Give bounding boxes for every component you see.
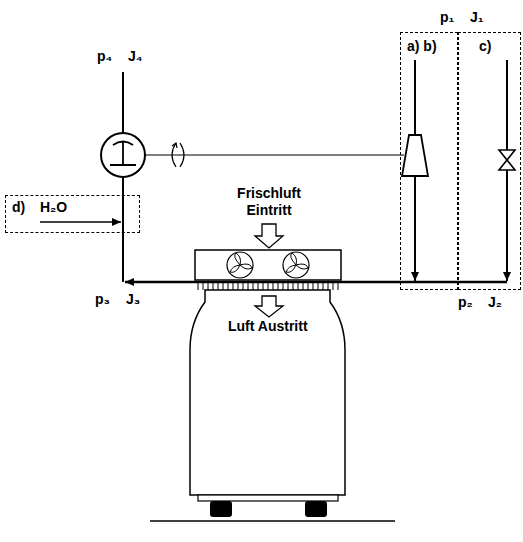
fin bbox=[288, 283, 289, 290]
fin bbox=[328, 283, 329, 290]
fin bbox=[213, 283, 214, 290]
radiator bbox=[195, 250, 341, 280]
fin bbox=[243, 283, 244, 290]
fin bbox=[238, 283, 239, 290]
fin bbox=[253, 283, 254, 290]
variant-label: d) bbox=[12, 199, 25, 215]
wheel bbox=[210, 501, 232, 517]
radiator-fins bbox=[198, 283, 338, 290]
fin bbox=[303, 283, 304, 290]
pipe bbox=[122, 177, 124, 282]
fan-blades bbox=[286, 253, 308, 272]
fin bbox=[258, 283, 259, 290]
fan bbox=[227, 252, 253, 278]
air-label: Frischluft Eintritt bbox=[232, 185, 306, 219]
fin bbox=[278, 283, 279, 290]
dashed-region: d) H₂O bbox=[5, 195, 140, 233]
medium-label: H₂O bbox=[40, 199, 67, 215]
variant-label: c) bbox=[479, 38, 491, 54]
fin bbox=[273, 283, 274, 290]
fin bbox=[218, 283, 219, 290]
fin bbox=[313, 283, 314, 290]
injection-arrow bbox=[40, 221, 121, 223]
fan bbox=[283, 252, 309, 278]
fin bbox=[318, 283, 319, 290]
temperature-label: J₂ bbox=[488, 294, 502, 311]
fin bbox=[308, 283, 309, 290]
compressor-symbol bbox=[110, 142, 136, 166]
pressure-label: p₄ bbox=[97, 48, 112, 65]
pipe bbox=[506, 60, 508, 150]
variant-label: a) b) bbox=[407, 38, 437, 54]
compressor-symbol bbox=[101, 133, 145, 177]
fin bbox=[268, 283, 269, 290]
dashed-region: c) bbox=[458, 32, 521, 290]
air-arrow bbox=[255, 224, 283, 248]
air-arrow bbox=[255, 296, 283, 317]
fan-blades bbox=[230, 253, 252, 272]
fin bbox=[263, 283, 264, 290]
fin bbox=[233, 283, 234, 290]
air-label: Luft Austritt bbox=[228, 318, 308, 335]
temperature-label: J₁ bbox=[470, 9, 484, 26]
dashed-region: a) b) bbox=[400, 32, 458, 290]
fin bbox=[203, 283, 204, 290]
temperature-label: J₄ bbox=[128, 48, 142, 65]
valve-symbol bbox=[499, 150, 515, 170]
pressure-label: p₂ bbox=[458, 294, 473, 311]
pipe bbox=[506, 170, 508, 281]
pipe bbox=[414, 60, 416, 135]
pipe bbox=[122, 72, 124, 133]
fin bbox=[338, 283, 339, 290]
fin bbox=[333, 283, 334, 290]
rotation-symbol bbox=[180, 143, 184, 167]
fin bbox=[223, 283, 224, 290]
fin bbox=[198, 283, 199, 290]
rotation-symbol bbox=[172, 143, 176, 167]
fin bbox=[208, 283, 209, 290]
rotation-symbol bbox=[172, 143, 177, 148]
fin bbox=[323, 283, 324, 290]
pipe bbox=[125, 281, 507, 284]
pressure-label: p₃ bbox=[95, 291, 110, 308]
temperature-label: J₃ bbox=[126, 291, 140, 308]
pipe bbox=[414, 176, 416, 281]
fin bbox=[283, 283, 284, 290]
fin bbox=[248, 283, 249, 290]
fin bbox=[293, 283, 294, 290]
vehicle-body bbox=[190, 290, 345, 495]
turbine-symbol bbox=[402, 135, 428, 176]
pressure-label: p₁ bbox=[440, 9, 454, 26]
fin bbox=[298, 283, 299, 290]
chassis bbox=[198, 495, 338, 501]
wheel bbox=[305, 501, 327, 517]
fin bbox=[228, 283, 229, 290]
ground-line bbox=[150, 520, 395, 522]
